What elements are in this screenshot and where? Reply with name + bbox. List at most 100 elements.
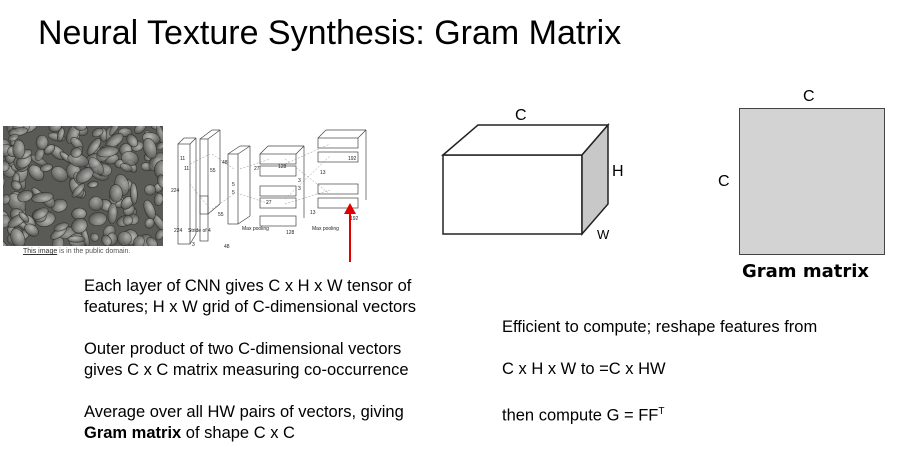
gram-matrix-square bbox=[739, 108, 885, 255]
pebble bbox=[120, 163, 133, 172]
pebble bbox=[10, 228, 26, 246]
pebble bbox=[132, 235, 145, 246]
pebble bbox=[134, 126, 147, 135]
pebble bbox=[39, 163, 53, 172]
pebble bbox=[8, 133, 19, 142]
pebble bbox=[122, 215, 133, 226]
red-arrow-icon bbox=[344, 203, 356, 262]
pebble bbox=[155, 229, 163, 241]
pebble bbox=[18, 211, 30, 223]
pebble bbox=[107, 202, 118, 225]
left-paragraph-3: Average over all HW pairs of vectors, gi… bbox=[84, 403, 404, 442]
image-credit: This image is in the public domain. bbox=[23, 248, 131, 255]
pebble bbox=[87, 180, 99, 188]
gram-matrix-bold-term: Gram matrix bbox=[84, 424, 182, 442]
pebble bbox=[109, 126, 122, 136]
pebble bbox=[144, 184, 157, 196]
cnn-label: 55 bbox=[210, 168, 216, 174]
pebble bbox=[88, 196, 104, 211]
pebble bbox=[67, 235, 86, 243]
cnn-label: Max pooling bbox=[242, 226, 269, 232]
tensor-w-label: W bbox=[597, 227, 610, 242]
cnn-label: 11 bbox=[184, 166, 189, 172]
pebble bbox=[73, 126, 87, 131]
pebble bbox=[109, 184, 123, 203]
cnn-label: 3 bbox=[298, 178, 301, 184]
cnn-label: 11 bbox=[180, 156, 185, 162]
pebble bbox=[10, 180, 22, 191]
cnn-label: 27 bbox=[266, 200, 272, 206]
slide-title: Neural Texture Synthesis: Gram Matrix bbox=[38, 14, 622, 52]
right-line-3: then compute G = FFT bbox=[502, 406, 665, 425]
pebble bbox=[126, 134, 139, 148]
pebble bbox=[144, 218, 155, 229]
cnn-label: 128 bbox=[278, 164, 287, 170]
pebble bbox=[91, 127, 104, 138]
pebble bbox=[31, 192, 54, 203]
pebble bbox=[12, 139, 26, 160]
tensor-box-diagram bbox=[440, 122, 610, 237]
left-paragraph-2: Outer product of two C-dimensional vecto… bbox=[84, 340, 409, 379]
pebble bbox=[3, 194, 11, 205]
conv1-block-top bbox=[199, 138, 209, 215]
cnn-label: 55 bbox=[218, 212, 224, 218]
cnn-label: 13 bbox=[320, 170, 326, 176]
right-line-1: Efficient to compute; reshape features f… bbox=[502, 318, 818, 336]
cnn-label: 224 bbox=[171, 188, 180, 194]
cnn-label: 3 bbox=[298, 186, 301, 192]
pebble bbox=[35, 134, 49, 151]
pebble bbox=[24, 223, 39, 237]
image-credit-link[interactable]: This image bbox=[23, 248, 58, 255]
pebble-texture-image bbox=[3, 126, 163, 246]
pebble bbox=[143, 199, 156, 220]
pebble bbox=[71, 183, 85, 198]
pebble bbox=[71, 218, 88, 234]
pebble bbox=[96, 146, 119, 158]
left-paragraph-1: Each layer of CNN gives C x H x W tensor… bbox=[84, 277, 416, 316]
cnn-label: 3 bbox=[192, 242, 195, 248]
pebble bbox=[88, 157, 104, 176]
pebble bbox=[51, 166, 68, 183]
pebble bbox=[57, 127, 65, 142]
pebble bbox=[101, 234, 112, 246]
gram-top-label: C bbox=[803, 88, 815, 105]
pebble bbox=[117, 231, 132, 246]
pebble bbox=[153, 192, 163, 207]
input-volume bbox=[177, 143, 191, 245]
pebble bbox=[145, 236, 158, 246]
cnn-architecture-diagram: 224 224 Stride of 4 3 11 11 55 55 48 5 5… bbox=[171, 129, 367, 250]
pebble bbox=[53, 222, 69, 232]
cnn-label: 224 bbox=[174, 228, 183, 234]
cnn-label: Stride of 4 bbox=[188, 228, 211, 234]
cnn-label: 192 bbox=[350, 216, 359, 222]
cnn-label: 192 bbox=[348, 156, 357, 162]
pebble bbox=[3, 160, 10, 172]
pebble bbox=[157, 174, 163, 189]
pebble bbox=[3, 214, 11, 229]
pebble bbox=[88, 211, 107, 227]
cnn-label: 128 bbox=[286, 230, 295, 236]
pebble bbox=[156, 141, 163, 151]
conv2-block bbox=[227, 153, 239, 225]
cnn-label: 27 bbox=[254, 166, 260, 172]
pebble bbox=[89, 232, 100, 242]
pebble bbox=[86, 138, 102, 156]
tensor-c-label: C bbox=[515, 107, 527, 124]
pebble bbox=[17, 189, 33, 203]
pebble bbox=[51, 198, 68, 213]
conv1-block-bottom bbox=[199, 195, 209, 242]
cnn-label: 5 bbox=[232, 190, 235, 196]
pebble bbox=[129, 182, 138, 205]
cnn-label: Max pooling bbox=[312, 226, 339, 232]
pebble bbox=[3, 177, 6, 192]
pebble bbox=[43, 144, 56, 155]
gram-matrix-caption: Gram matrix bbox=[742, 261, 869, 282]
pebble bbox=[48, 126, 62, 133]
right-line-2: C x H x W to =C x HW bbox=[502, 360, 666, 378]
pebble bbox=[70, 147, 83, 158]
pebble bbox=[142, 137, 158, 160]
cnn-label: 13 bbox=[310, 210, 316, 216]
pebble bbox=[32, 207, 49, 220]
pebble bbox=[3, 238, 9, 246]
tensor-h-label: H bbox=[612, 163, 624, 180]
